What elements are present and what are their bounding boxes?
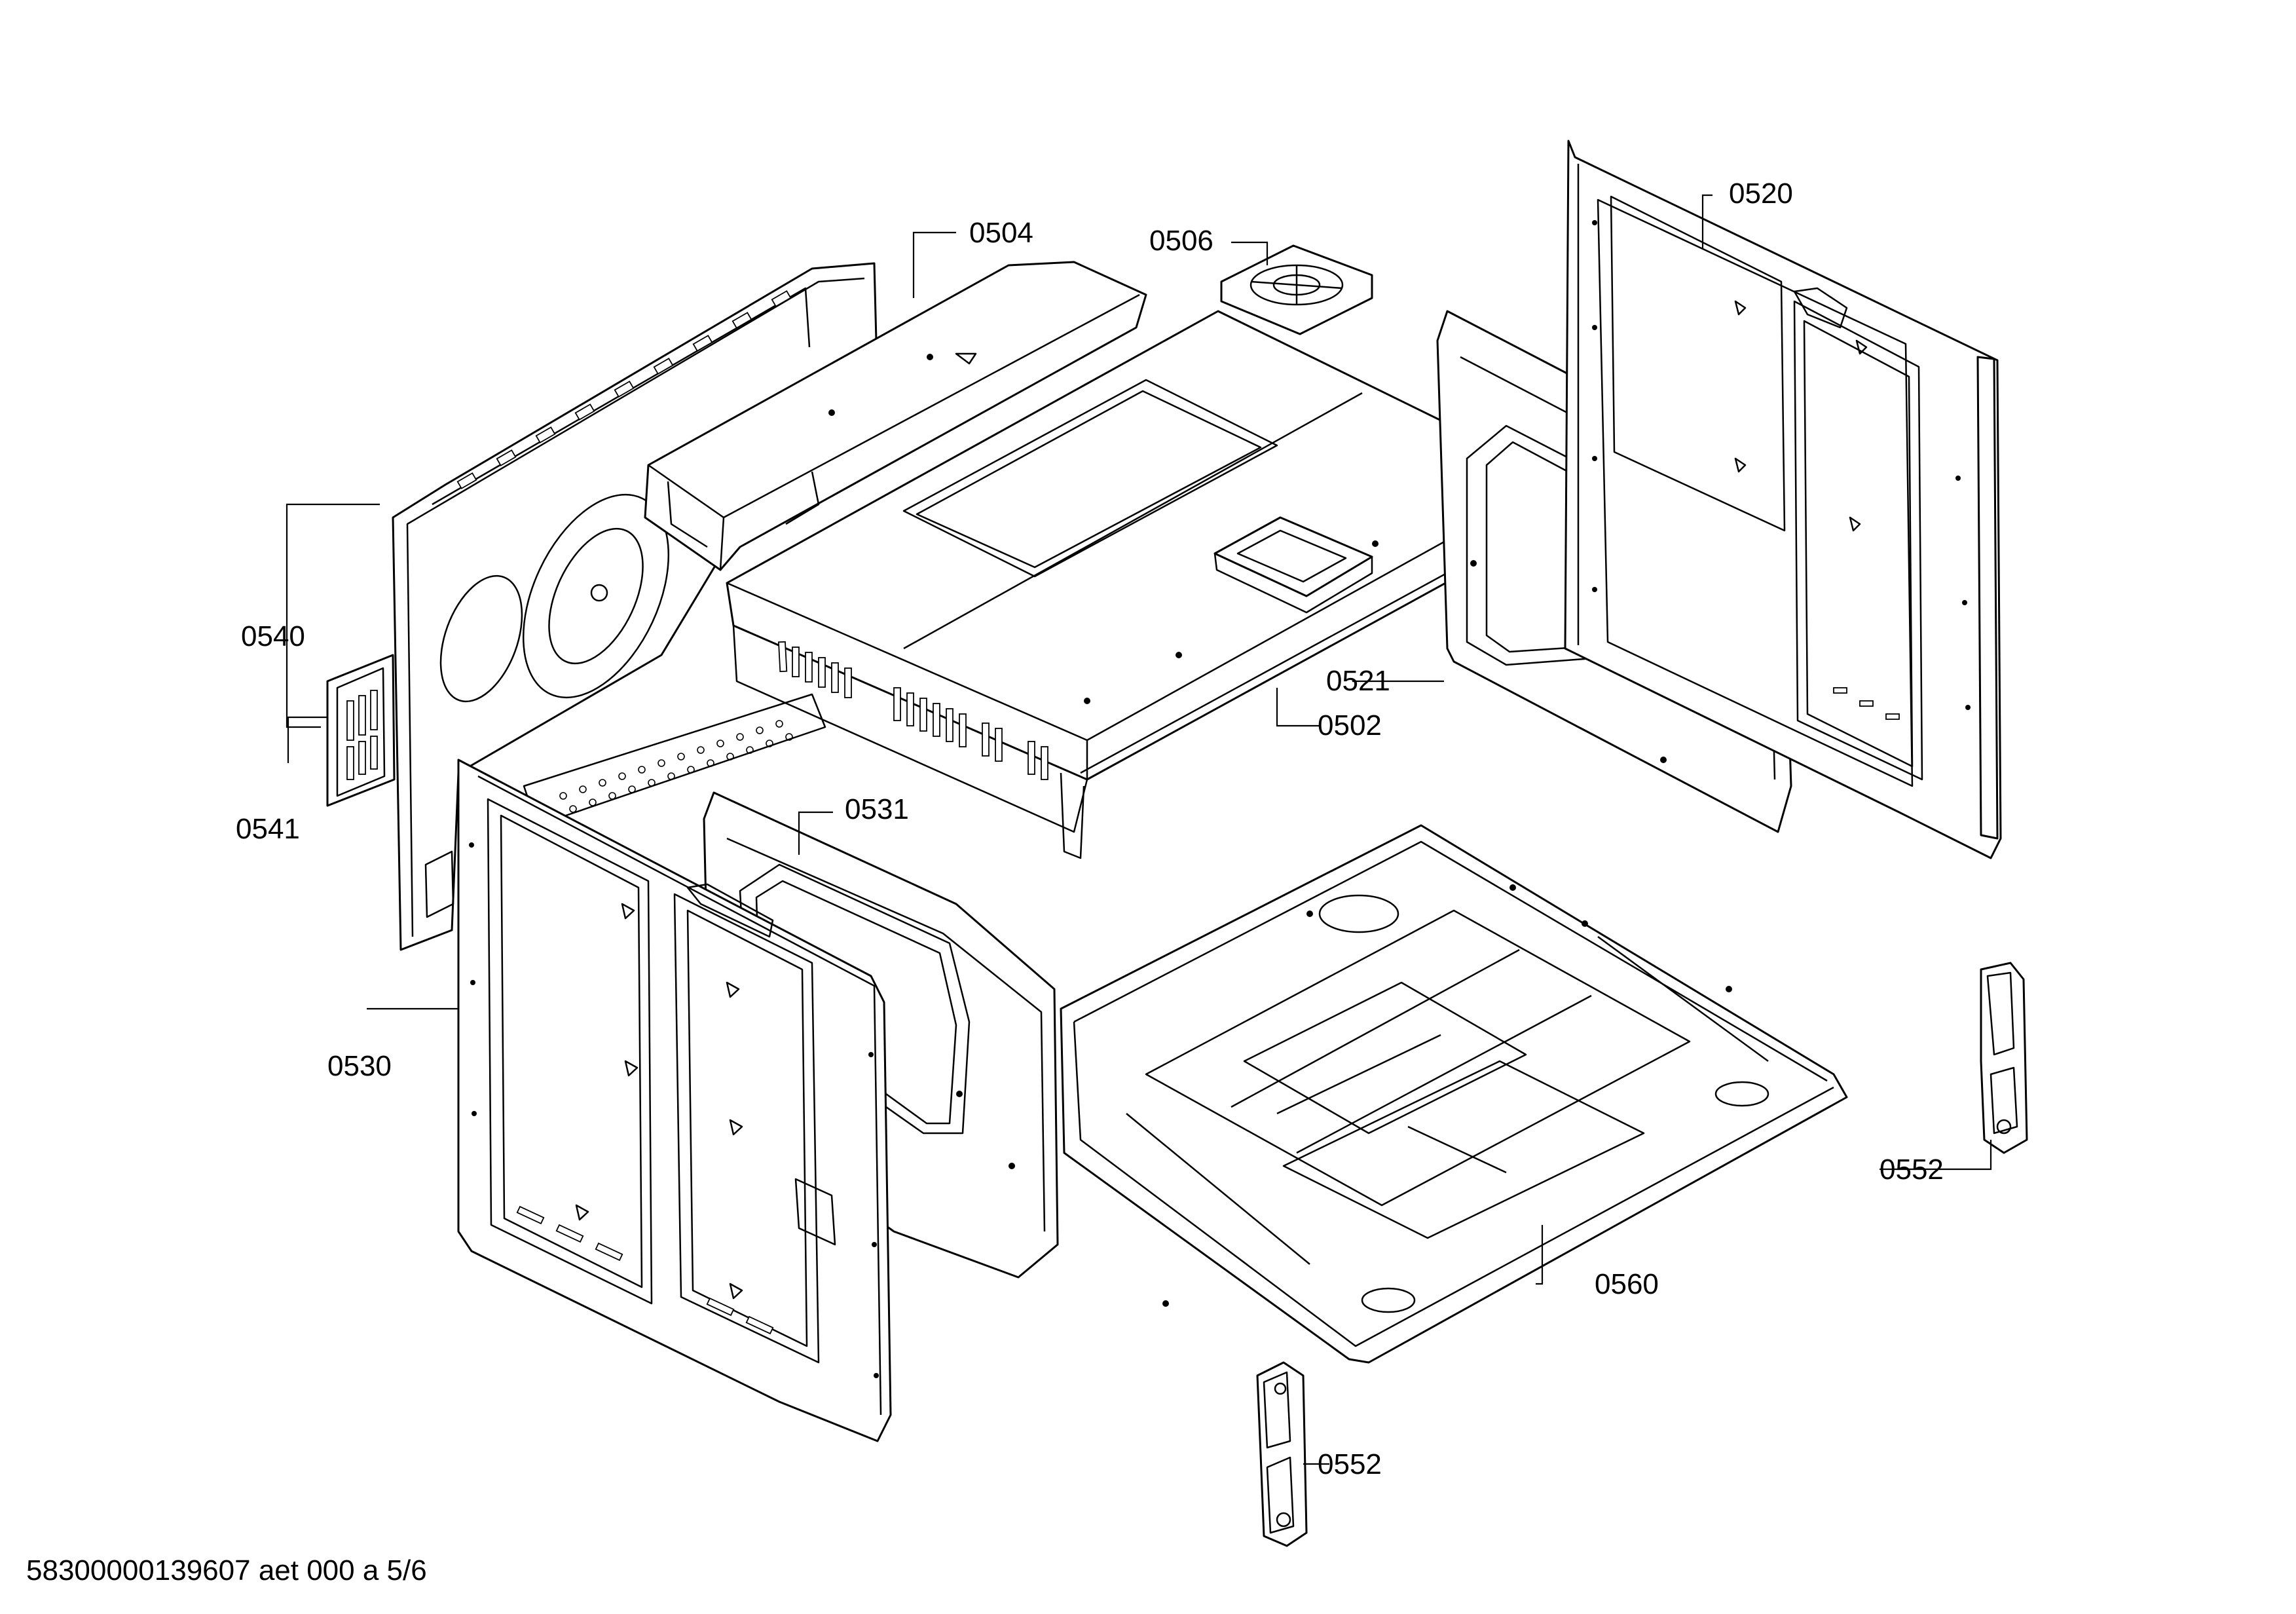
- part-0541-vent-plate: [326, 654, 396, 807]
- part-0506-mount: [1220, 244, 1373, 335]
- label-0540: 0540: [241, 620, 305, 652]
- document-id: 58300000139607 aet 000 a 5/6: [26, 1554, 427, 1586]
- label-0504: 0504: [969, 217, 1033, 249]
- part-0502-top-cover: [726, 310, 1566, 859]
- label-0541: 0541: [236, 813, 300, 845]
- label-0531: 0531: [845, 793, 909, 825]
- rear-panel-perforations: [559, 720, 793, 813]
- label-0520: 0520: [1729, 178, 1793, 210]
- part-0520-right-side-panel: [1564, 140, 2002, 859]
- top-cover-square-opening: [1213, 516, 1373, 614]
- part-0552-hinge-right: [1980, 962, 2028, 1154]
- label-0552-bottom: 0552: [1318, 1448, 1382, 1480]
- part-0560-bottom-tray: [1060, 824, 1848, 1364]
- label-0560: 0560: [1595, 1268, 1659, 1300]
- top-cover-front-vents: [778, 641, 1048, 780]
- label-0506: 0506: [1149, 225, 1213, 257]
- label-0530: 0530: [327, 1050, 392, 1082]
- label-0502: 0502: [1318, 709, 1382, 741]
- rear-panel-vent-slots: [456, 290, 792, 489]
- label-0521: 0521: [1326, 665, 1390, 697]
- label-0552-right: 0552: [1879, 1154, 1944, 1186]
- part-labels: 0504 0506 0520 0540 0541 0521 0502 0531 …: [236, 178, 1944, 1480]
- part-0504-duct-cover: [644, 261, 1147, 571]
- part-0530-left-side-panel: [457, 759, 892, 1442]
- leader-lines: [286, 194, 1992, 1465]
- part-0552-hinge-bottom: [1256, 1361, 1308, 1547]
